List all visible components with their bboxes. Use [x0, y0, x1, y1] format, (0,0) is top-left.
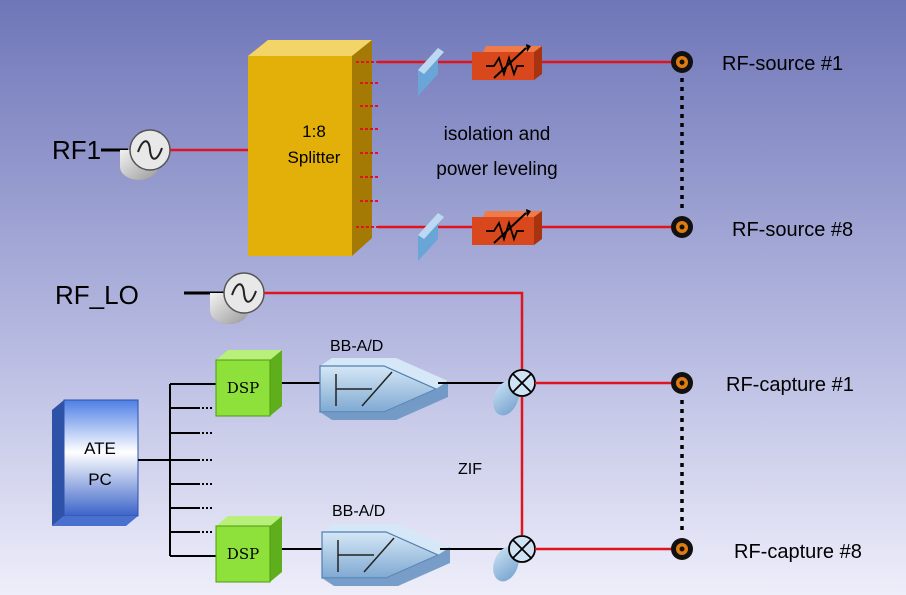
dsp-chip-icon: DSP — [215, 516, 282, 583]
ate-label: ATE — [84, 439, 116, 458]
adc-icon — [319, 358, 448, 420]
rf-port-icon — [671, 51, 693, 73]
rf-port-icon — [671, 216, 693, 238]
zif-label: ZIF — [458, 461, 482, 478]
rf1-generator: RF1 — [52, 129, 250, 180]
dsp-top-label: DSP — [227, 379, 259, 397]
dsp-bottom-label: DSP — [227, 545, 259, 563]
rf-port-icon — [671, 538, 693, 560]
ate-bus-dots — [202, 407, 214, 533]
isolation-text-line1: isolation and — [444, 124, 551, 145]
source-path-8: RF-source #8 — [378, 209, 853, 261]
rf-source-1-label: RF-source #1 — [722, 53, 843, 75]
capture-path-1: DSP BB-A/D RF-capture #1 — [215, 338, 854, 420]
rf-generator-icon — [210, 272, 265, 324]
ate-bus — [138, 383, 218, 557]
rf-capture-8-label: RF-capture #8 — [734, 541, 862, 563]
pc-label: PC — [88, 470, 112, 489]
mixer-icon — [493, 369, 536, 416]
rf-source-8-label: RF-source #8 — [732, 219, 853, 241]
rf1-label: RF1 — [52, 135, 101, 165]
bbad-top-label: BB-A/D — [330, 338, 383, 355]
isolator-icon — [418, 213, 444, 261]
variable-attenuator-icon — [472, 209, 542, 245]
isolation-text-line2: power leveling — [436, 159, 557, 180]
splitter-name: Splitter — [288, 148, 341, 167]
ate-pc-icon: ATE PC — [52, 399, 139, 526]
rf-lo-label: RF_LO — [55, 280, 139, 310]
adc-icon — [321, 524, 450, 586]
isolator-icon — [418, 48, 444, 96]
rf-capture-1-label: RF-capture #1 — [726, 374, 854, 396]
ate-bus-stubs — [170, 407, 200, 533]
dsp-chip-icon: DSP — [215, 350, 282, 417]
splitter-block: 1:8 Splitter — [248, 40, 372, 256]
source-path-1: RF-source #1 — [378, 44, 843, 96]
variable-attenuator-icon — [472, 44, 542, 80]
rf-lo-generator: RF_LO — [55, 272, 524, 535]
splitter-ratio: 1:8 — [302, 122, 326, 141]
capture-path-8: DSP BB-A/D RF-capture #8 — [215, 503, 862, 586]
rf-port-icon — [671, 372, 693, 394]
bbad-bottom-label: BB-A/D — [332, 503, 385, 520]
splitter-output-stubs — [356, 61, 378, 228]
